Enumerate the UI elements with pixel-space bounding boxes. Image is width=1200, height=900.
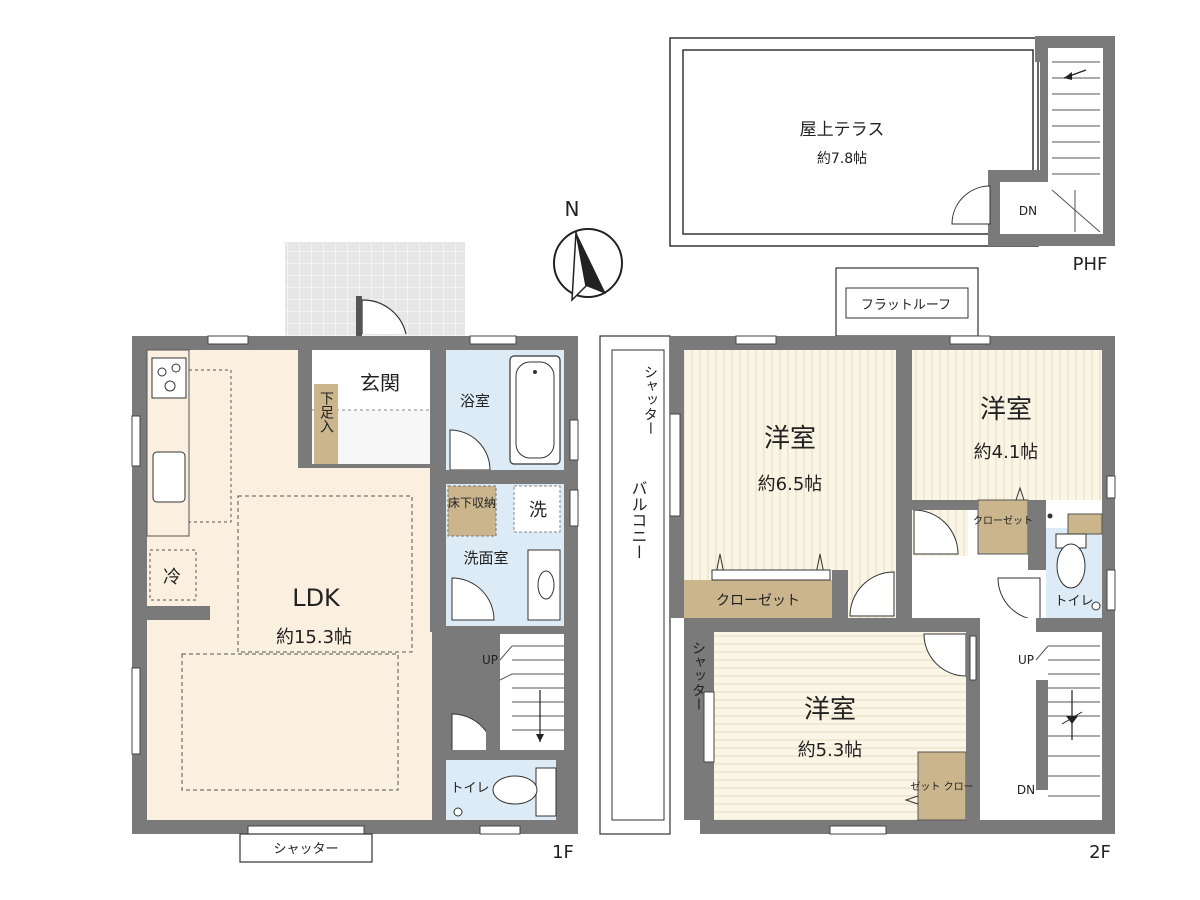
shoe-storage: [314, 384, 338, 464]
2f-shutter-left-label: シャッター: [642, 365, 658, 435]
2f-toilet-bowl: [1056, 543, 1086, 589]
entrance-door-swing: [361, 299, 407, 335]
1f-toilet-bowl: [492, 775, 538, 805]
1f-stairs-up-label: UP: [482, 653, 498, 667]
1f-stair-treads: [499, 645, 564, 731]
ldk-floor: [147, 350, 432, 820]
balcony-label: バルコニー: [629, 480, 648, 560]
roof-stair-landing: [1000, 182, 1048, 234]
2f-stairs-up-label: UP: [1018, 653, 1034, 667]
bathroom-label: 浴室: [460, 392, 490, 410]
1f-shutter-box: [239, 833, 373, 863]
cooktop: [151, 357, 187, 399]
room-65-door-swing: [849, 571, 895, 617]
2f-shutter-mid-label: シャッター: [690, 641, 706, 711]
underfloor-storage: [447, 485, 497, 537]
terrace-label: 屋上テラス: [800, 120, 885, 140]
closet-c-label: ゼット クロー: [910, 781, 973, 793]
room-41-floor: [912, 350, 1102, 500]
kitchen-sink: [152, 451, 186, 503]
room-41-size: 約4.1帖: [974, 442, 1039, 463]
compass-needle: [576, 232, 606, 294]
flat-roof-label: フラットルーフ: [861, 298, 951, 313]
roof-floor: DN 屋上テラス 約7.8帖 PHF: [669, 36, 1115, 275]
2f-corridor: [980, 618, 1036, 820]
underfloor-storage-label: 床下収納: [448, 496, 496, 510]
room-65-label: 洋室: [764, 424, 816, 454]
closet-a: [684, 580, 832, 618]
2f-toilet-label: トイレ: [1054, 594, 1093, 609]
closet-a-label: クローゼット: [716, 593, 800, 609]
washer-label: 洗: [529, 500, 547, 521]
roof-stair-treads: [1051, 61, 1101, 233]
second-floor: フラットルーフ: [599, 267, 1116, 863]
room-53-size: 約5.3帖: [798, 740, 863, 761]
1f-toilet-label: トイレ: [450, 781, 489, 796]
second-floor-label: 2F: [1089, 842, 1111, 863]
closet-b: [977, 499, 1029, 555]
roof-stairs-dn-label: DN: [1019, 204, 1037, 218]
washroom-door-swing: [451, 577, 495, 621]
compass: N: [553, 197, 623, 302]
room-65-floor: [684, 350, 896, 618]
closet-c: [917, 751, 967, 821]
genkan-label: 玄関: [360, 371, 400, 395]
closet-b-label: クローゼット: [973, 515, 1033, 527]
terrace-size: 約7.8帖: [817, 151, 867, 167]
washer-space: [513, 485, 561, 533]
first-floor: シャッター 玄関 下足入 浴室 床下収納 洗 洗面室 冷 LDK 約15.3帖 …: [131, 242, 579, 863]
compass-north-label: N: [565, 197, 580, 221]
roof-door-swing: [951, 185, 991, 225]
room-53-label: 洋室: [804, 695, 856, 725]
room-53-door-swing: [923, 633, 967, 677]
bath-door-swing: [449, 429, 491, 471]
2f-stair-treads: [1035, 645, 1100, 797]
1f-shutter-label: シャッター: [273, 842, 338, 857]
first-floor-label: 1F: [552, 842, 574, 863]
room-65-size: 約6.5帖: [758, 474, 823, 495]
ldk-size: 約15.3帖: [276, 627, 352, 648]
2f-stairs-dn-label: DN: [1017, 783, 1035, 797]
1f-stairwell: [500, 634, 564, 750]
shoe-storage-label: 下足入: [318, 391, 334, 433]
room-41-door-swing: [913, 509, 959, 555]
fridge-label: 冷: [163, 567, 181, 588]
washroom-label: 洗面室: [463, 549, 508, 567]
ldk-label: LDK: [292, 584, 341, 612]
room-41-label: 洋室: [980, 395, 1032, 425]
roof-floor-label: PHF: [1073, 254, 1108, 275]
